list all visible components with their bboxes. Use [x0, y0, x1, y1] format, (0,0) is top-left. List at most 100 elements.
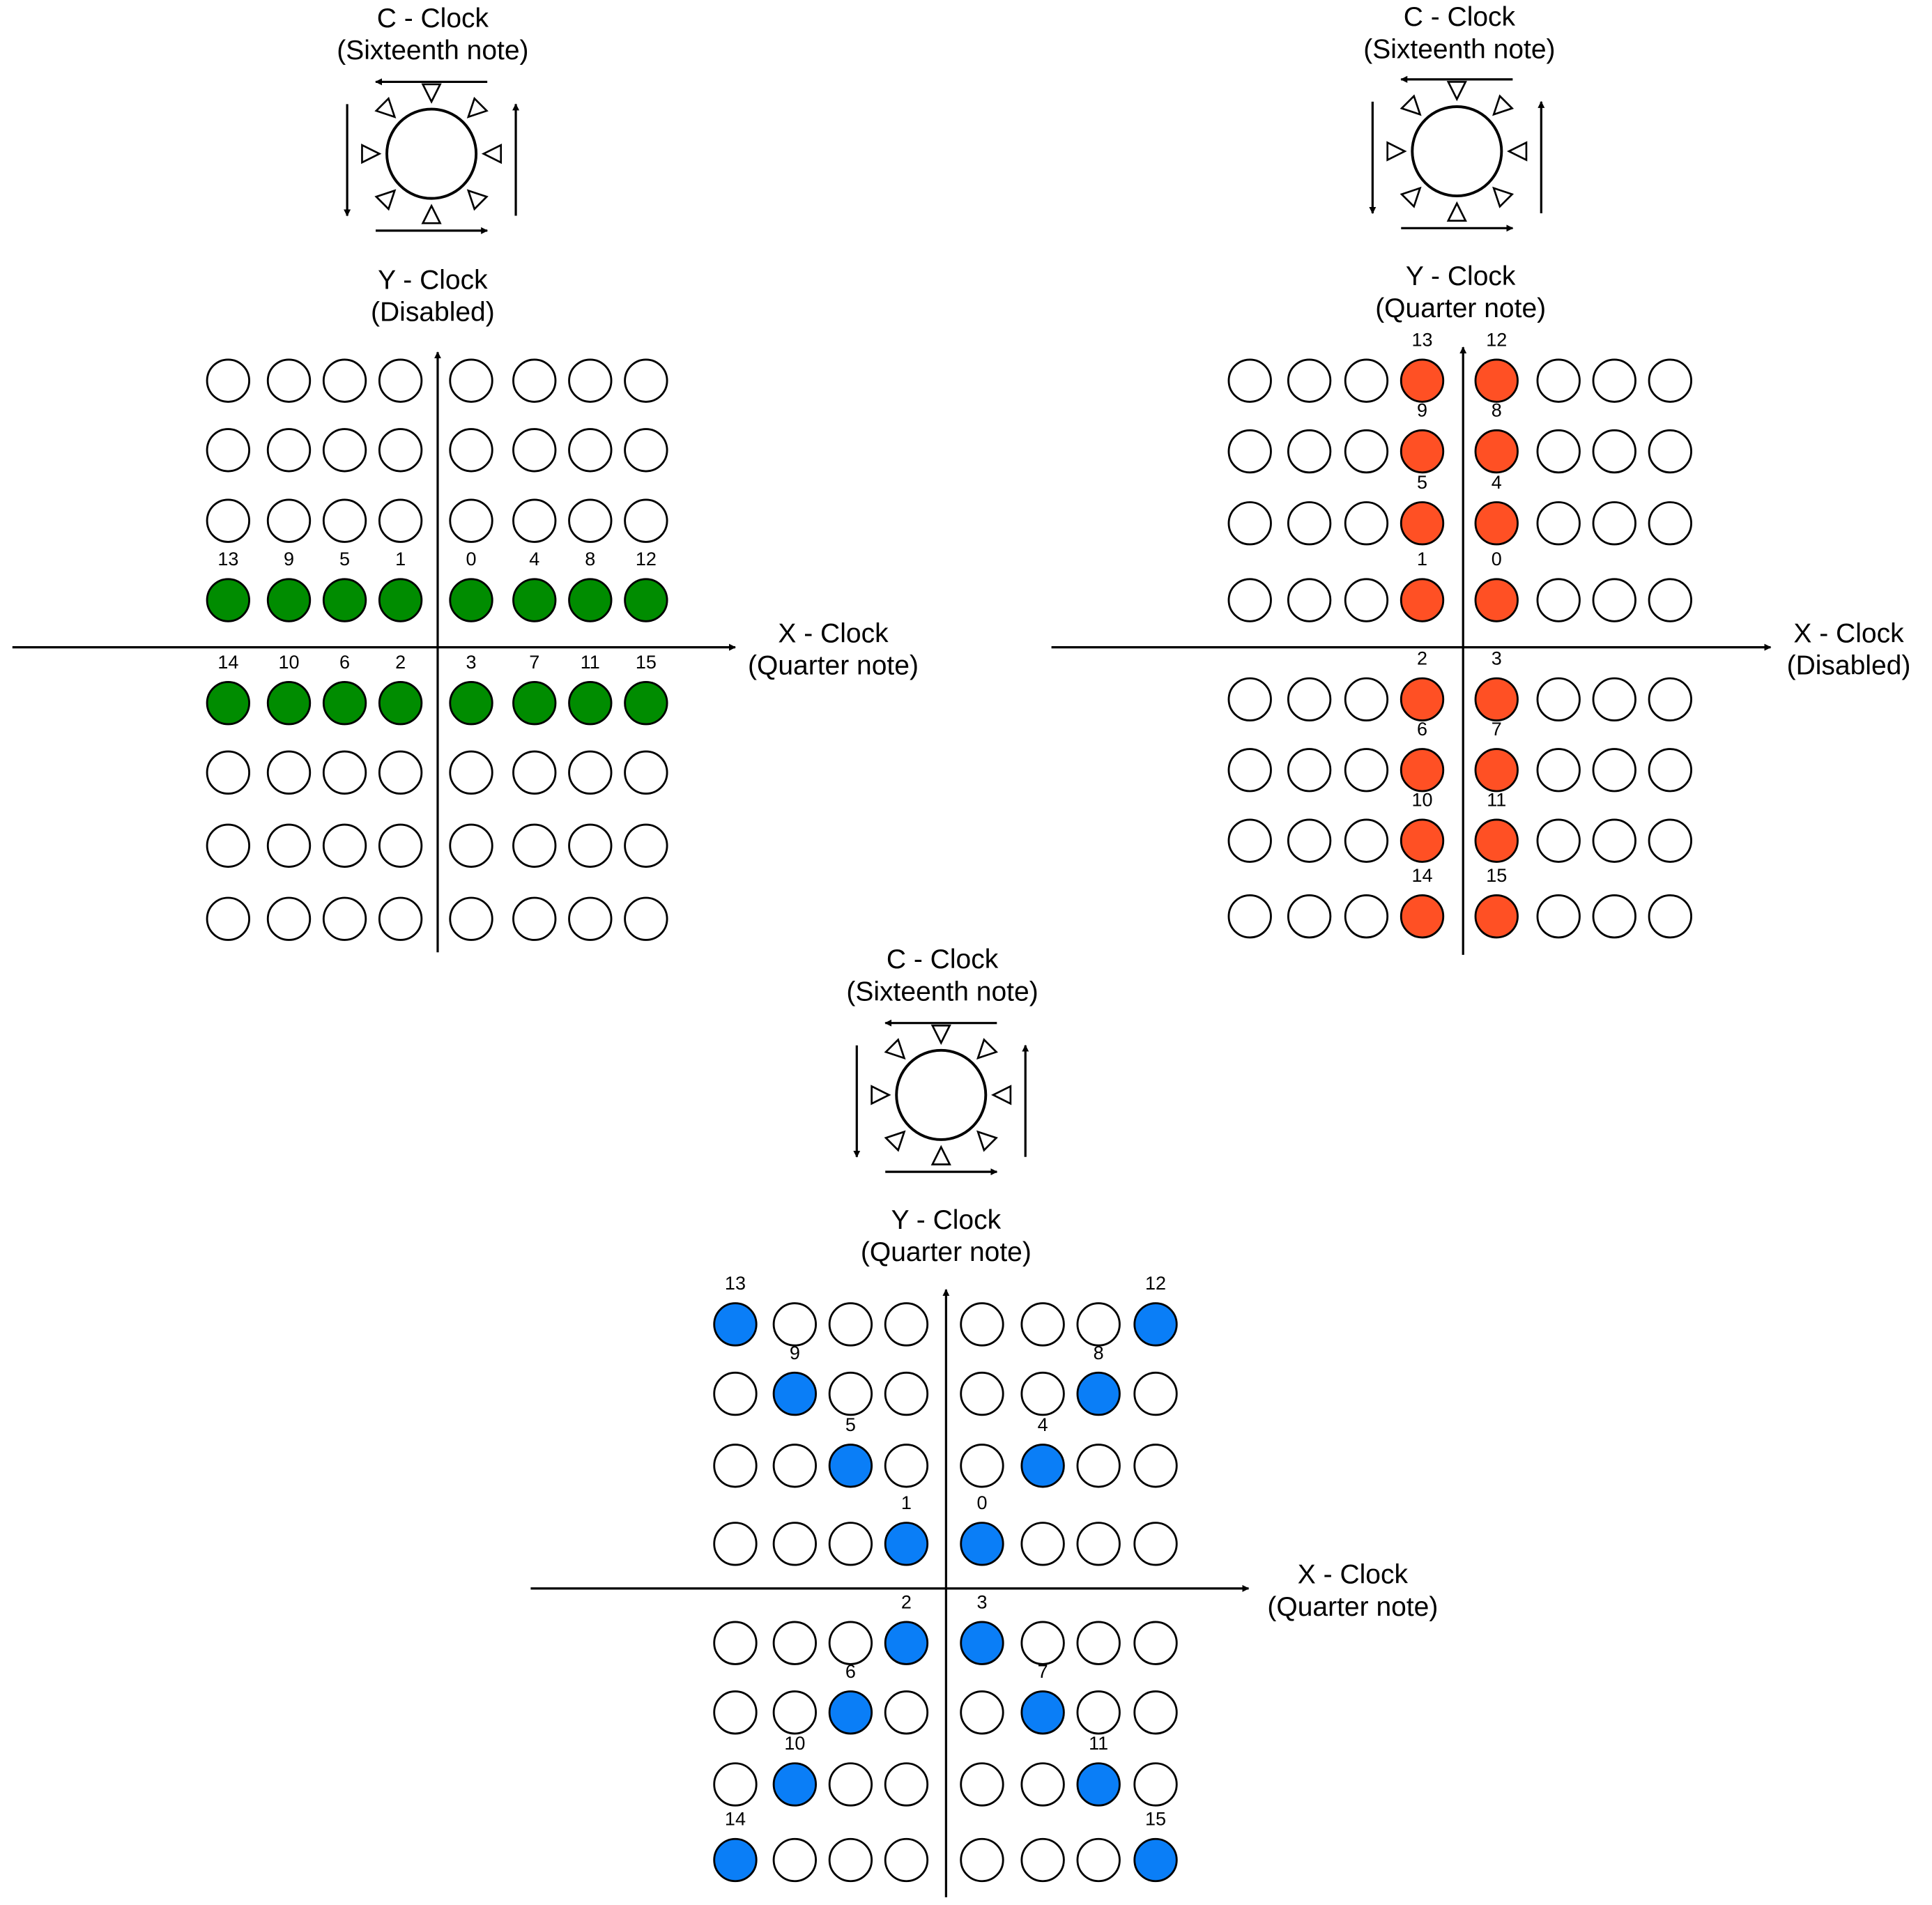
step-circle	[1592, 894, 1636, 939]
step-number: 6	[339, 652, 350, 673]
step-number: 13	[1411, 329, 1432, 350]
step-circle	[1287, 894, 1332, 939]
active-step-circle	[1400, 894, 1445, 939]
x-clock-label: X - Clock	[1793, 618, 1904, 648]
step-number: 11	[1487, 789, 1506, 810]
step-circle	[449, 498, 493, 543]
step-circle	[884, 1302, 929, 1347]
step-circle	[960, 1444, 1004, 1488]
active-step-circle	[206, 681, 251, 726]
c-clock-rate: (Sixteenth note)	[337, 36, 528, 66]
active-step-circle	[1400, 501, 1445, 546]
step-circle	[322, 896, 367, 941]
step-circle	[1227, 578, 1272, 622]
step-circle	[266, 896, 312, 941]
step-number: 14	[217, 652, 238, 673]
step-circle	[1344, 429, 1389, 474]
step-circle	[1287, 818, 1332, 863]
active-step-circle	[1400, 578, 1445, 622]
clock-ray	[871, 1085, 891, 1105]
diagram-blue: C - Clock(Sixteenth note)Y - Clock(Quart…	[530, 944, 1438, 1897]
step-number: 15	[1145, 1809, 1166, 1830]
active-step-circle	[772, 1371, 818, 1416]
active-step-circle	[512, 681, 557, 726]
step-circle	[1536, 578, 1581, 622]
step-number: 6	[1417, 719, 1427, 740]
step-circle	[512, 750, 557, 795]
step-circle	[322, 358, 367, 403]
step-circle	[568, 498, 613, 543]
step-circle	[1076, 1522, 1121, 1566]
active-step-circle	[960, 1621, 1004, 1665]
active-step-circle	[266, 578, 312, 622]
active-step-circle	[828, 1690, 873, 1735]
x-clock-rate: (Quarter note)	[748, 651, 919, 681]
step-circle	[1287, 429, 1332, 474]
step-circle	[322, 750, 367, 795]
step-circle	[1536, 748, 1581, 793]
sun-clock-icon	[1369, 75, 1545, 232]
step-circle	[828, 1837, 873, 1883]
step-circle	[1536, 501, 1581, 546]
step-circle	[512, 358, 557, 403]
active-step-circle	[512, 578, 557, 622]
step-number: 3	[1492, 648, 1502, 669]
step-circle	[624, 896, 668, 941]
active-step-circle	[449, 681, 493, 726]
clock-ray	[374, 189, 397, 211]
clock-ray	[990, 1085, 1012, 1105]
step-circle	[206, 358, 251, 403]
step-circle	[1287, 578, 1332, 622]
step-number: 9	[284, 549, 294, 569]
step-circle	[828, 1621, 873, 1665]
clock-ray	[1386, 141, 1407, 162]
clock-ray	[361, 143, 382, 165]
clock-ray	[421, 204, 442, 224]
step-circle	[1344, 578, 1389, 622]
step-number: 1	[901, 1492, 912, 1513]
step-number: 3	[976, 1591, 987, 1612]
step-circle	[449, 428, 493, 473]
step-number: 3	[466, 652, 477, 673]
active-step-circle	[624, 578, 668, 622]
step-number: 12	[1486, 329, 1507, 350]
step-circle	[1133, 1762, 1178, 1807]
active-step-circle	[1400, 818, 1445, 863]
step-circle	[1648, 358, 1692, 403]
active-step-circle	[884, 1522, 929, 1566]
step-circle	[1592, 748, 1636, 793]
step-circle	[624, 358, 668, 403]
step-circle	[1227, 748, 1272, 793]
step-circle	[266, 750, 312, 795]
step-circle	[449, 896, 493, 941]
step-circle	[713, 1621, 758, 1665]
step-circle	[624, 498, 668, 543]
active-step-circle	[1400, 677, 1445, 722]
step-circle	[206, 896, 251, 941]
step-circle	[378, 358, 423, 403]
step-circle	[378, 750, 423, 795]
step-circle	[322, 498, 367, 543]
active-step-circle	[322, 681, 367, 726]
y-clock-label: Y - Clock	[378, 265, 488, 295]
active-step-circle	[1474, 818, 1519, 863]
step-number: 5	[845, 1414, 856, 1435]
step-circle	[772, 1690, 818, 1735]
step-circle	[1344, 677, 1389, 722]
step-number: 15	[1486, 865, 1507, 886]
active-step-circle	[1020, 1690, 1065, 1735]
step-circle	[512, 428, 557, 473]
step-circle	[449, 750, 493, 795]
step-circle	[206, 823, 251, 868]
step-number: 5	[339, 549, 350, 569]
c-clock-label: C - Clock	[377, 3, 489, 33]
clock-ray	[930, 1024, 951, 1046]
clock-ray	[976, 1130, 998, 1152]
step-circle	[266, 498, 312, 543]
step-number: 12	[636, 549, 657, 569]
step-circle	[1344, 818, 1389, 863]
step-circle	[1344, 748, 1389, 793]
step-circle	[624, 428, 668, 473]
step-number: 11	[1089, 1733, 1108, 1754]
